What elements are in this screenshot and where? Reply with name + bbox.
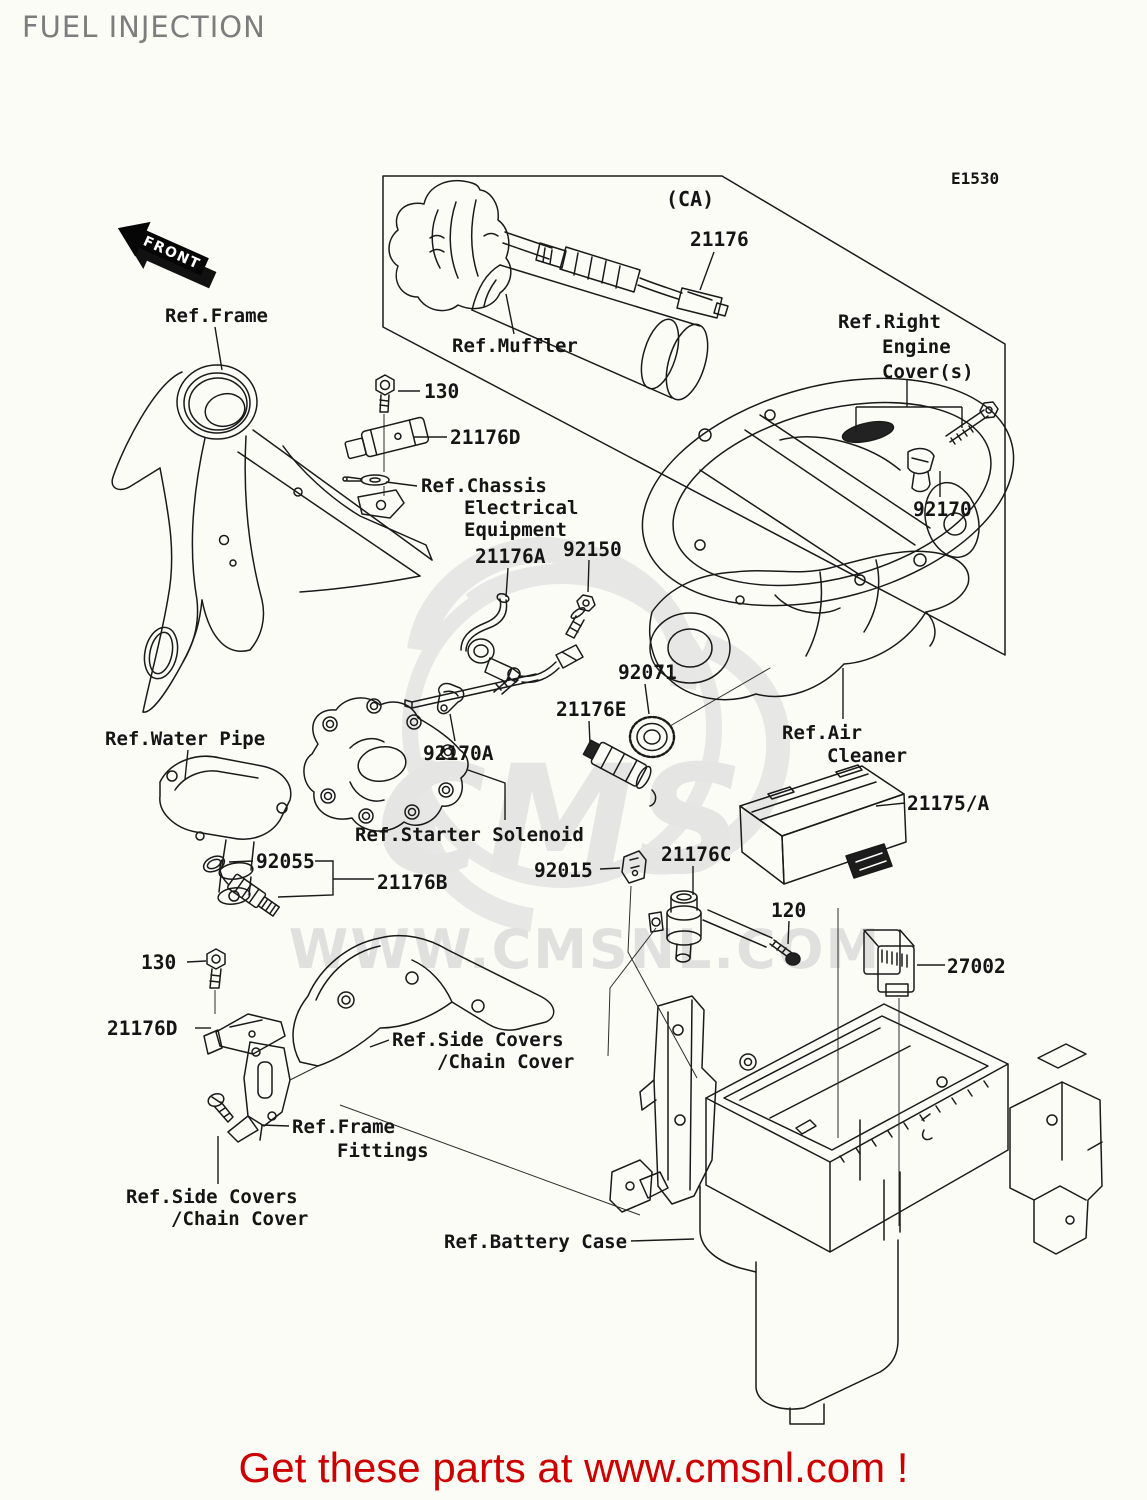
muffler-drawing — [388, 180, 709, 401]
starter-solenoid-drawing — [303, 697, 469, 832]
ref-label-side-covers-lower-1: Ref.Side Covers — [126, 1186, 298, 1208]
ecu-21175a-drawing — [739, 764, 907, 885]
bolt-130-bottom-drawing — [206, 948, 226, 989]
oring-92055-drawing — [202, 855, 226, 873]
ref-label-battery-case: Ref.Battery Case — [444, 1231, 627, 1253]
ref-label-chassis-3: Equipment — [464, 519, 567, 541]
part-label-21176c: 21176C — [661, 843, 731, 866]
ref-label-air-cleaner-1: Ref.Air — [782, 722, 862, 744]
valve-21176c-drawing — [648, 890, 773, 963]
ref-label-engine-cover-2: Engine — [882, 336, 951, 358]
grommet-92071-drawing — [628, 667, 771, 759]
part-label-21176: 21176 — [690, 228, 749, 251]
part-label-92071: 92071 — [618, 661, 677, 684]
hose-21176a-drawing — [460, 592, 510, 652]
bolt-92150-drawing — [565, 594, 596, 639]
part-label-21176d-bottom: 21176D — [107, 1017, 177, 1040]
part-label-92150: 92150 — [563, 538, 622, 561]
part-label-92015: 92015 — [534, 859, 593, 882]
sensor-21176e-drawing — [582, 739, 657, 807]
washer-and-bracket-drawing — [342, 474, 405, 519]
ref-label-air-cleaner-2: Cleaner — [827, 745, 907, 767]
frame-fitting-bracket-drawing — [227, 1041, 291, 1143]
part-label-130-top: 130 — [424, 380, 459, 403]
ref-label-frame-fittings-2: Fittings — [337, 1140, 429, 1162]
water-pipe-drawing — [159, 755, 292, 905]
battery-case-drawing — [609, 995, 1103, 1425]
ref-label-muffler: Ref.Muffler — [452, 335, 578, 357]
leader-lines — [184, 251, 963, 1242]
bolt-120-drawing — [769, 939, 801, 966]
diagram-labels: E1530 (CA) 21176 Ref.Muffler Ref.Frame R… — [105, 169, 1006, 1253]
front-arrow-marker: FRONT — [117, 221, 217, 289]
screw-unlabeled-drawing — [493, 667, 521, 695]
part-label-130-bottom: 130 — [141, 951, 176, 974]
frame-drawing — [111, 364, 433, 713]
ref-label-chassis-2: Electrical — [464, 497, 578, 519]
air-cleaner-drawing — [649, 550, 970, 701]
part-label-27002: 27002 — [947, 955, 1006, 978]
page-title: FUEL INJECTION — [22, 10, 266, 44]
screw-92170-drawing — [907, 401, 999, 493]
sensor-21176d-top-drawing — [344, 416, 430, 460]
part-label-92170a: 92170A — [423, 742, 494, 765]
ref-label-side-covers-upper-1: Ref.Side Covers — [392, 1029, 564, 1051]
ref-label-engine-cover-3: Cover(s) — [882, 361, 974, 383]
part-label-21176a: 21176A — [475, 545, 546, 568]
screw-bottom-left-drawing — [207, 1092, 234, 1123]
ref-label-side-covers-upper-2: /Chain Cover — [437, 1051, 574, 1073]
ref-label-chassis-1: Ref.Chassis — [421, 475, 547, 497]
ref-label-water-pipe: Ref.Water Pipe — [105, 728, 265, 750]
ref-label-engine-cover-1: Ref.Right — [838, 311, 941, 333]
watermark-url-text: WWW.CMSNL.COM — [289, 918, 881, 981]
cmsnl-promo-link[interactable]: Get these parts at www.cmsnl.com ! — [238, 1444, 909, 1491]
oxygen-sensor-drawing — [502, 231, 729, 319]
ref-label-frame-fittings-1: Ref.Frame — [292, 1116, 395, 1138]
side-cover-stay-drawing — [292, 934, 555, 1067]
ca-variant-label: (CA) — [666, 187, 714, 211]
part-label-92055: 92055 — [256, 850, 315, 873]
cmsnl-watermark: CMS WWW.CMSNL.COM — [289, 536, 881, 981]
clip-92015-drawing — [621, 850, 647, 884]
engine-cover-drawing — [641, 377, 1015, 614]
part-label-92170: 92170 — [913, 498, 972, 521]
part-label-21176b: 21176B — [377, 871, 448, 894]
ref-label-side-covers-lower-2: /Chain Cover — [171, 1208, 308, 1230]
watermark-logo-text: CMS — [376, 734, 743, 908]
diagram-code-label: E1530 — [951, 169, 999, 188]
part-label-120: 120 — [771, 899, 806, 922]
ref-label-frame: Ref.Frame — [165, 305, 268, 327]
relay-27002-drawing — [863, 929, 915, 997]
ref-label-starter-solenoid: Ref.Starter Solenoid — [355, 824, 584, 846]
part-label-21176d-top: 21176D — [450, 426, 520, 449]
part-label-21176e: 21176E — [556, 698, 626, 721]
inset-ca-boundary — [382, 175, 1006, 656]
assembly-locator-lines — [289, 885, 900, 1226]
sensor-21176b-drawing — [219, 859, 280, 917]
part-label-21175a: 21175/A — [907, 792, 989, 815]
sensor-21176d-bottom-drawing — [203, 1013, 286, 1055]
bolt-130-top-drawing — [375, 374, 395, 413]
